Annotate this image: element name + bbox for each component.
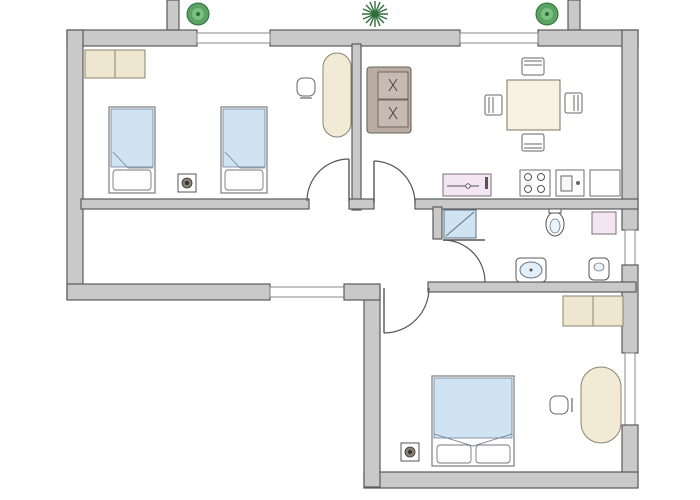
sofa bbox=[366, 66, 412, 134]
room-bedroom-double bbox=[400, 295, 624, 467]
desk bbox=[580, 366, 622, 444]
double-bed bbox=[431, 375, 515, 467]
shower bbox=[443, 209, 477, 239]
door-bathroom bbox=[442, 239, 486, 283]
stove bbox=[519, 169, 551, 197]
door-living bbox=[373, 160, 416, 204]
single-bed bbox=[108, 106, 156, 194]
plant-icon bbox=[535, 2, 559, 26]
cabinet bbox=[591, 211, 617, 235]
desk-chair bbox=[549, 395, 573, 415]
dining-chair bbox=[521, 57, 545, 76]
desk bbox=[322, 52, 352, 138]
kitchen-counter bbox=[442, 173, 492, 197]
fridge bbox=[589, 169, 621, 197]
dining-chair bbox=[521, 133, 545, 152]
dining-table bbox=[506, 79, 561, 131]
wardrobe bbox=[562, 295, 624, 327]
room-bedroom-twin bbox=[84, 49, 352, 194]
door-bedroom-twin bbox=[306, 158, 350, 202]
nightstand bbox=[400, 442, 420, 462]
door-bedroom-double bbox=[383, 287, 430, 334]
room-bathroom bbox=[443, 208, 617, 283]
plant-icon bbox=[362, 1, 388, 27]
washbasin bbox=[515, 257, 547, 283]
dining-chair bbox=[484, 94, 503, 116]
plant-icon bbox=[186, 2, 210, 26]
dining-chair bbox=[564, 92, 583, 114]
room-living-kitchen bbox=[366, 57, 621, 197]
single-bed bbox=[220, 106, 268, 194]
toilet bbox=[545, 208, 565, 237]
desk-chair bbox=[296, 77, 316, 99]
bidet bbox=[588, 257, 610, 281]
walls bbox=[66, 29, 639, 489]
nightstand bbox=[177, 173, 197, 193]
wardrobe bbox=[84, 49, 146, 79]
sink bbox=[555, 169, 585, 197]
